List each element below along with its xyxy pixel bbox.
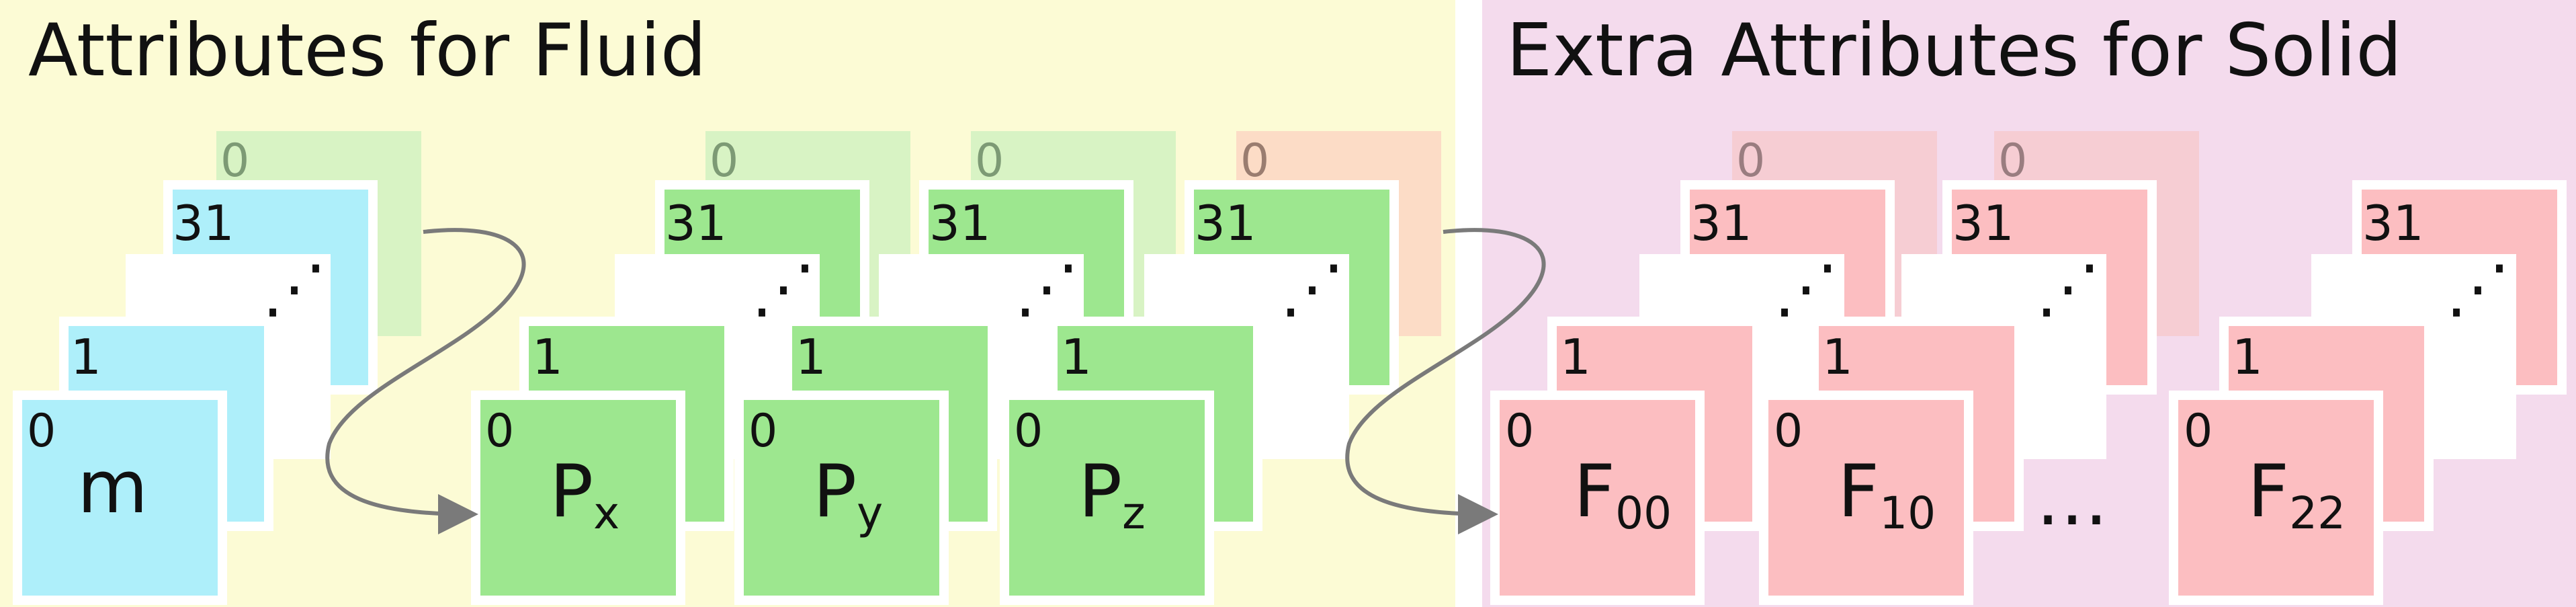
pz-layer-1-label: 1: [1061, 329, 1092, 385]
pz-attribute-base: P: [1078, 450, 1122, 534]
py-attribute-base: P: [813, 450, 857, 534]
py-layer-0-faded-label: 0: [975, 134, 1004, 188]
f22-layer-31-label: 31: [2362, 195, 2424, 251]
mass-layer-31-label: 31: [173, 195, 234, 251]
f22-attribute-sub: 22: [2289, 487, 2346, 539]
f00-layer-0-faded-label: 0: [1736, 134, 1765, 188]
fluid-link-arrow: [325, 228, 526, 534]
mass-layer-1-label: 1: [71, 329, 101, 385]
pz-layer-front-index: 0: [1014, 405, 1043, 458]
f00-attribute-base: F: [1574, 450, 1615, 534]
pz-attribute-sub: z: [1122, 487, 1146, 539]
pz-attribute-label: Pz: [1078, 450, 1146, 539]
mass-layer-front: [13, 391, 227, 605]
f10-layer-31-label: 31: [1952, 195, 2014, 251]
f00-layer-31-label: 31: [1690, 195, 1752, 251]
f00-layer-front-index: 0: [1505, 405, 1534, 458]
py-layer-31-label: 31: [929, 195, 991, 251]
pz-layer-0-faded-label: 0: [1240, 134, 1269, 188]
mass-dots: ⋰: [262, 251, 327, 326]
f22-layer-front-index: 0: [2184, 405, 2213, 458]
deformation-ellipsis: …: [2036, 458, 2108, 542]
py-layer-1-label: 1: [796, 329, 826, 385]
py-layer-front: [734, 391, 949, 605]
solid-section-title: Extra Attributes for Solid: [1506, 9, 2402, 93]
py-attribute-label: Py: [813, 450, 883, 539]
f10-attribute-base: F: [1838, 450, 1879, 534]
px-layer-31-label: 31: [665, 195, 727, 251]
px-stack: 0 31 ⋰ 1 0 Px: [471, 131, 910, 605]
mass-attribute-label: m: [77, 446, 148, 530]
px-layer-front-index: 0: [485, 405, 514, 458]
f22-attribute-base: F: [2247, 450, 2289, 534]
solid-link-arrow: [1345, 228, 1546, 534]
px-layer-front: [471, 391, 685, 605]
f00-attribute-label: F00: [1574, 450, 1672, 539]
py-attribute-sub: y: [857, 487, 883, 539]
px-layer-1-label: 1: [532, 329, 563, 385]
mass-attribute-base: m: [77, 446, 148, 530]
f10-layer-front-index: 0: [1774, 405, 1803, 458]
px-attribute-base: P: [550, 450, 593, 534]
f10-layer-0-faded-label: 0: [1998, 134, 2027, 188]
py-layer-front-index: 0: [748, 405, 777, 458]
f22-layer-1-label: 1: [2232, 329, 2263, 385]
f22-layer-front: [2169, 391, 2383, 605]
f10-layer-front: [1759, 391, 1973, 605]
f00-attribute-sub: 00: [1615, 487, 1672, 539]
pz-stack: 0 31 ⋰ 1 0 Pz: [1000, 131, 1441, 605]
f10-layer-1-label: 1: [1822, 329, 1853, 385]
pz-layer-front: [1000, 391, 1214, 605]
pz-dots: ⋰: [1280, 251, 1344, 326]
px-attribute-sub: x: [593, 487, 619, 539]
py-dots: ⋰: [1015, 251, 1079, 326]
f10-stack: 0 31 ⋰ 1 0 F10: [1759, 131, 2199, 605]
f10-attribute-label: F10: [1838, 450, 1936, 539]
f22-stack: 31 ⋰ 1 0 F22: [2169, 180, 2567, 605]
f00-layer-1-label: 1: [1560, 329, 1591, 385]
mass-layer-front-index: 0: [27, 405, 56, 458]
f22-attribute-label: F22: [2247, 450, 2346, 539]
fluid-section-title: Attributes for Fluid: [28, 9, 706, 93]
mass-stack: 0 31 ⋰ 1 0 m: [13, 131, 421, 605]
mass-layer-0-faded-label: 0: [220, 134, 249, 188]
f22-dots: ⋰: [2446, 251, 2510, 326]
px-dots: ⋰: [751, 251, 816, 326]
px-layer-0-faded-label: 0: [710, 134, 738, 188]
px-attribute-label: Px: [550, 450, 619, 539]
f10-dots: ⋰: [2036, 251, 2100, 326]
f00-dots: ⋰: [1774, 251, 1838, 326]
pz-layer-31-label: 31: [1195, 195, 1256, 251]
f10-attribute-sub: 10: [1879, 487, 1936, 539]
